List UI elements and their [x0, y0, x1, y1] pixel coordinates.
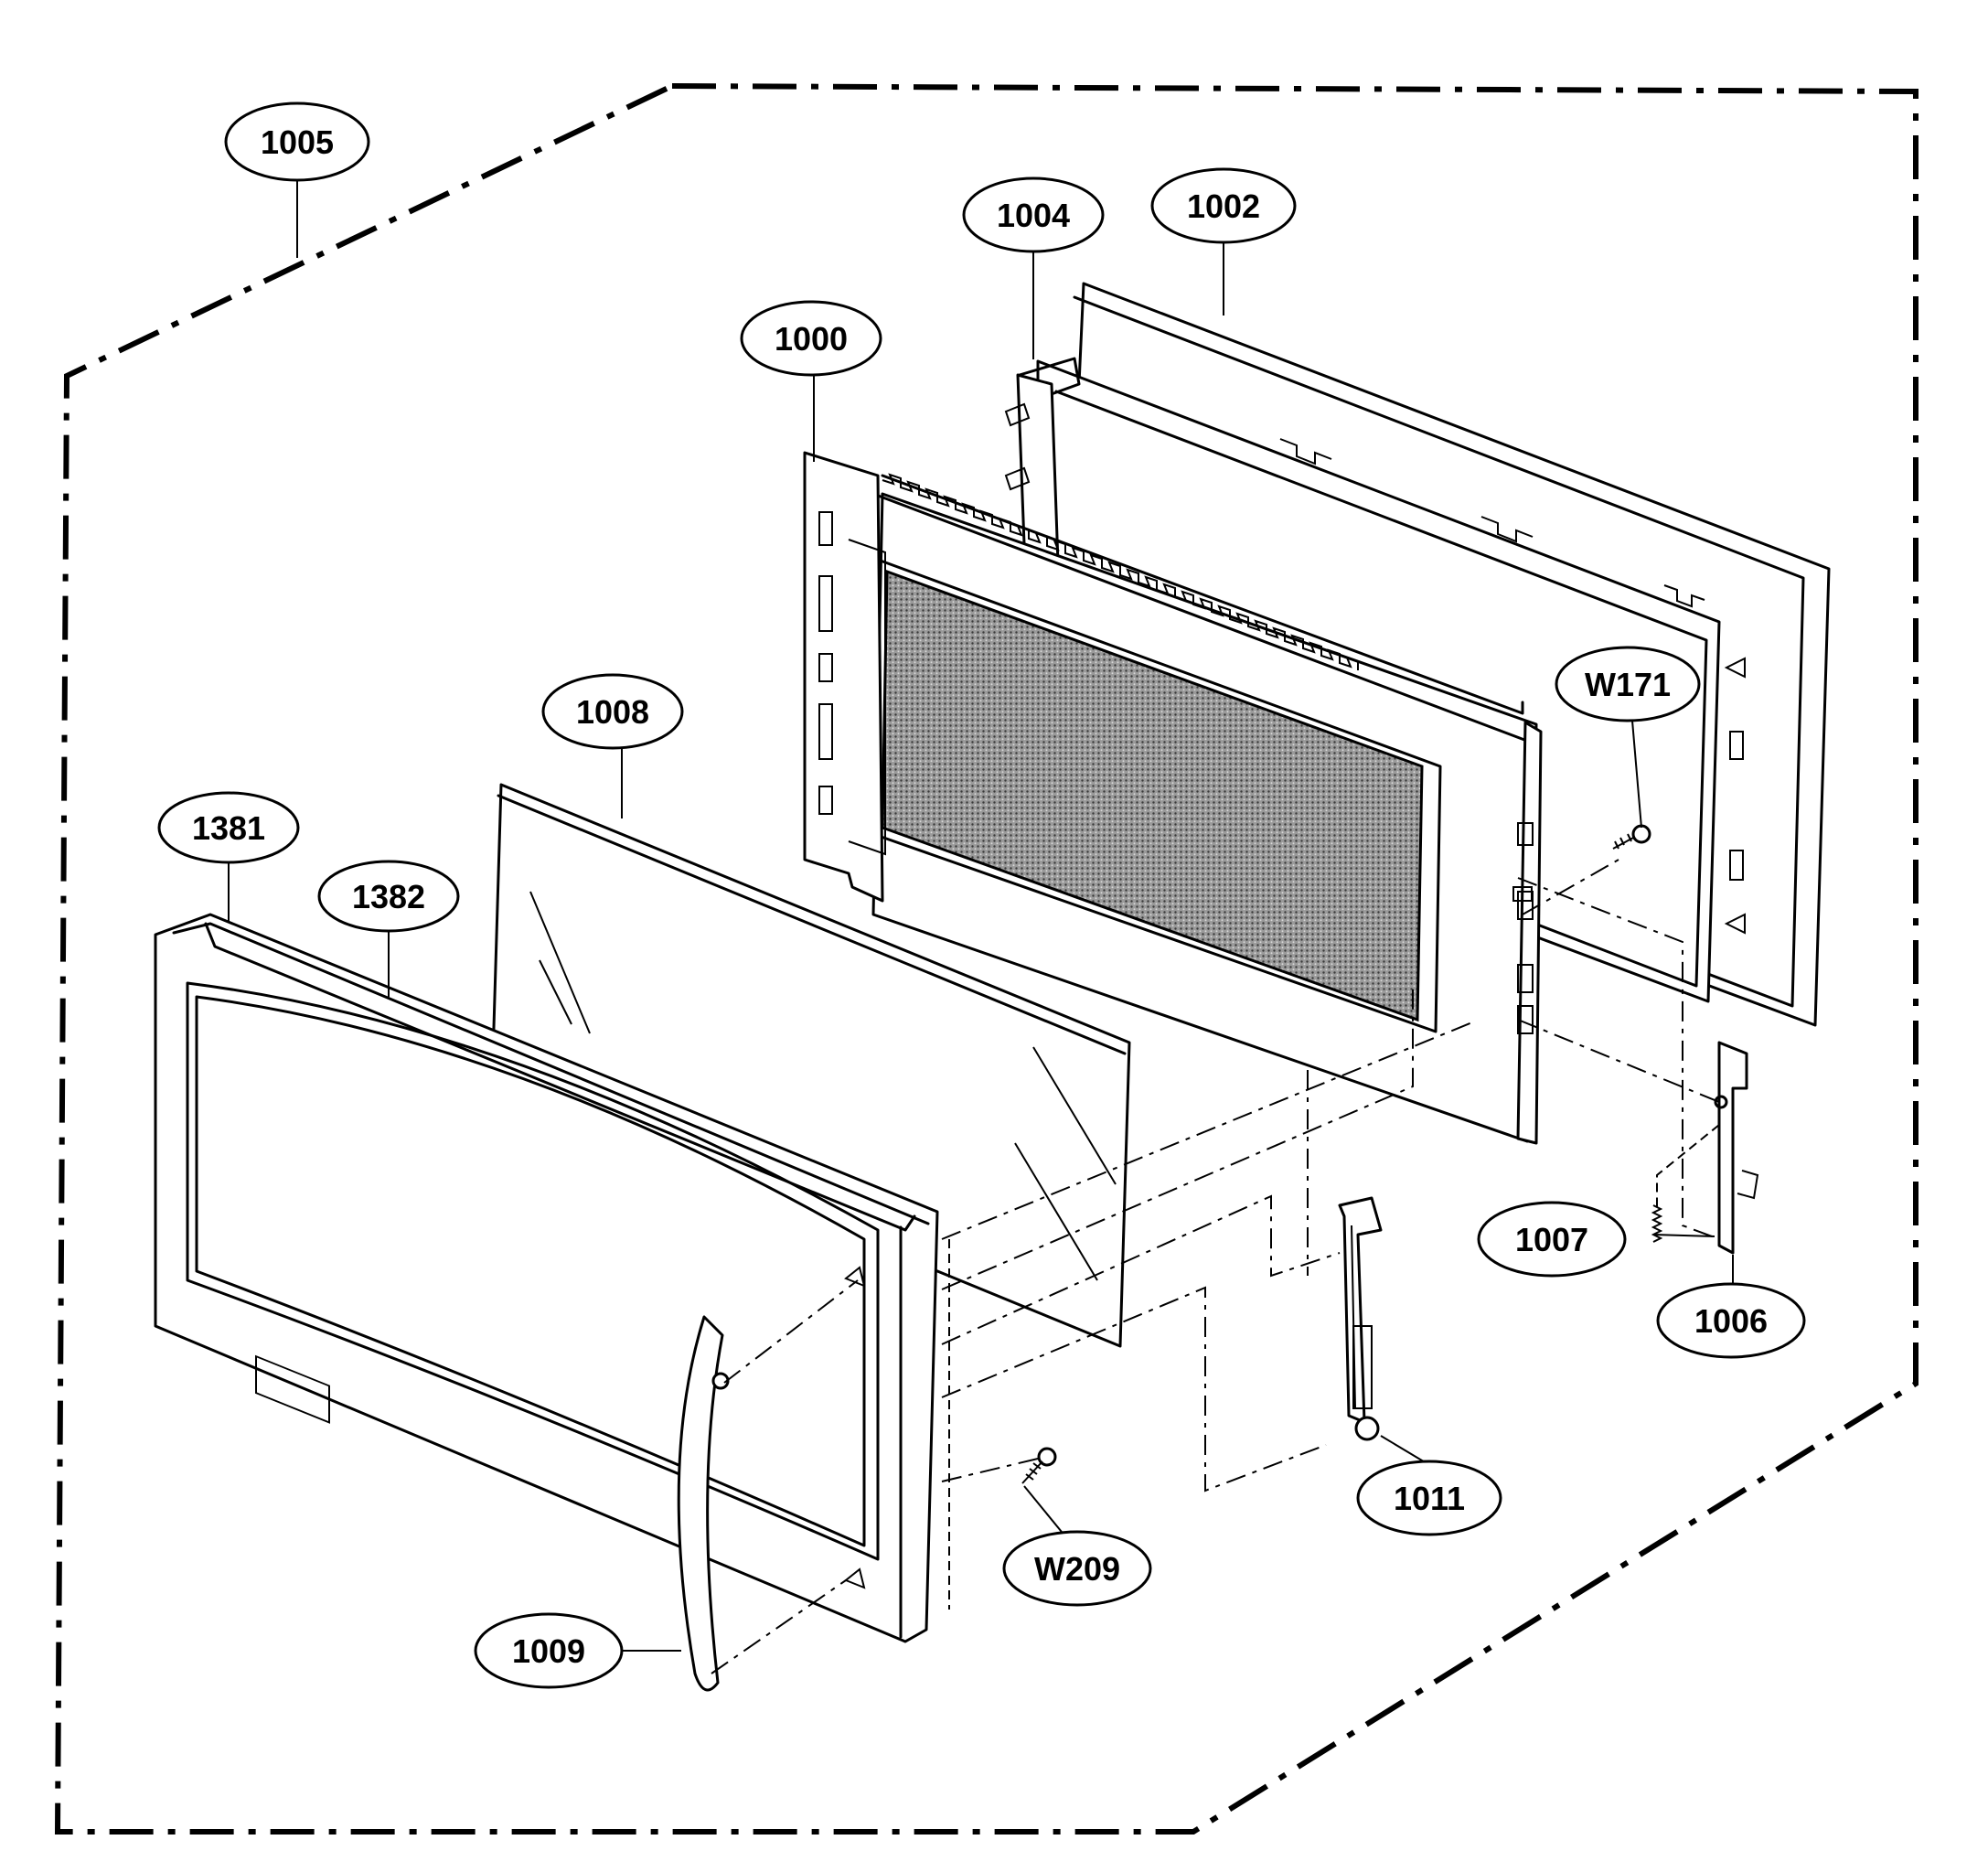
callout-label-1005: 1005 — [261, 123, 334, 161]
part-W171-screw — [1612, 824, 1651, 850]
callout-1004: 1004 — [962, 177, 1105, 253]
leader-lines — [228, 181, 1734, 1652]
assembly-boundary — [54, 82, 1919, 1835]
part-1009-handle — [677, 1315, 730, 1692]
callout-label-W171: W171 — [1585, 666, 1671, 703]
callout-1011: 1011 — [1356, 1460, 1502, 1536]
callout-1381: 1381 — [157, 791, 300, 864]
part-1382-outer-door — [154, 913, 939, 1643]
callout-label-W209: W209 — [1034, 1550, 1120, 1588]
callout-label-1009: 1009 — [512, 1632, 585, 1670]
callout-label-1000: 1000 — [775, 320, 848, 358]
part-1011-latch — [1338, 1196, 1383, 1441]
callout-label-1382: 1382 — [352, 878, 425, 915]
callout-label-1007: 1007 — [1515, 1221, 1588, 1258]
part-1006-hook — [1714, 1041, 1759, 1255]
callout-label-1004: 1004 — [997, 197, 1070, 234]
callout-1006: 1006 — [1656, 1282, 1806, 1359]
part-1000-inner-door — [803, 451, 1543, 1145]
callout-1005: 1005 — [224, 102, 370, 182]
callout-W209: W209 — [1002, 1530, 1152, 1607]
callout-1009: 1009 — [474, 1612, 624, 1689]
callout-1000: 1000 — [740, 300, 882, 377]
callout-label-1381: 1381 — [192, 809, 265, 847]
assembly-guide-lines — [711, 859, 1720, 1674]
callout-1008: 1008 — [541, 673, 684, 750]
callout-label-1011: 1011 — [1394, 1480, 1465, 1517]
callout-1002: 1002 — [1150, 167, 1297, 244]
part-1007-spring — [1651, 1204, 1663, 1243]
callout-1382: 1382 — [317, 860, 460, 933]
callout-label-1006: 1006 — [1694, 1302, 1768, 1340]
door-mesh-screen — [881, 569, 1424, 1022]
callout-1007: 1007 — [1477, 1201, 1627, 1278]
callout-W171: W171 — [1555, 646, 1701, 722]
callout-label-1008: 1008 — [576, 693, 649, 731]
part-1008-glass — [490, 783, 1131, 1348]
callout-label-1002: 1002 — [1187, 187, 1260, 225]
part-W209-screw — [1021, 1447, 1057, 1484]
